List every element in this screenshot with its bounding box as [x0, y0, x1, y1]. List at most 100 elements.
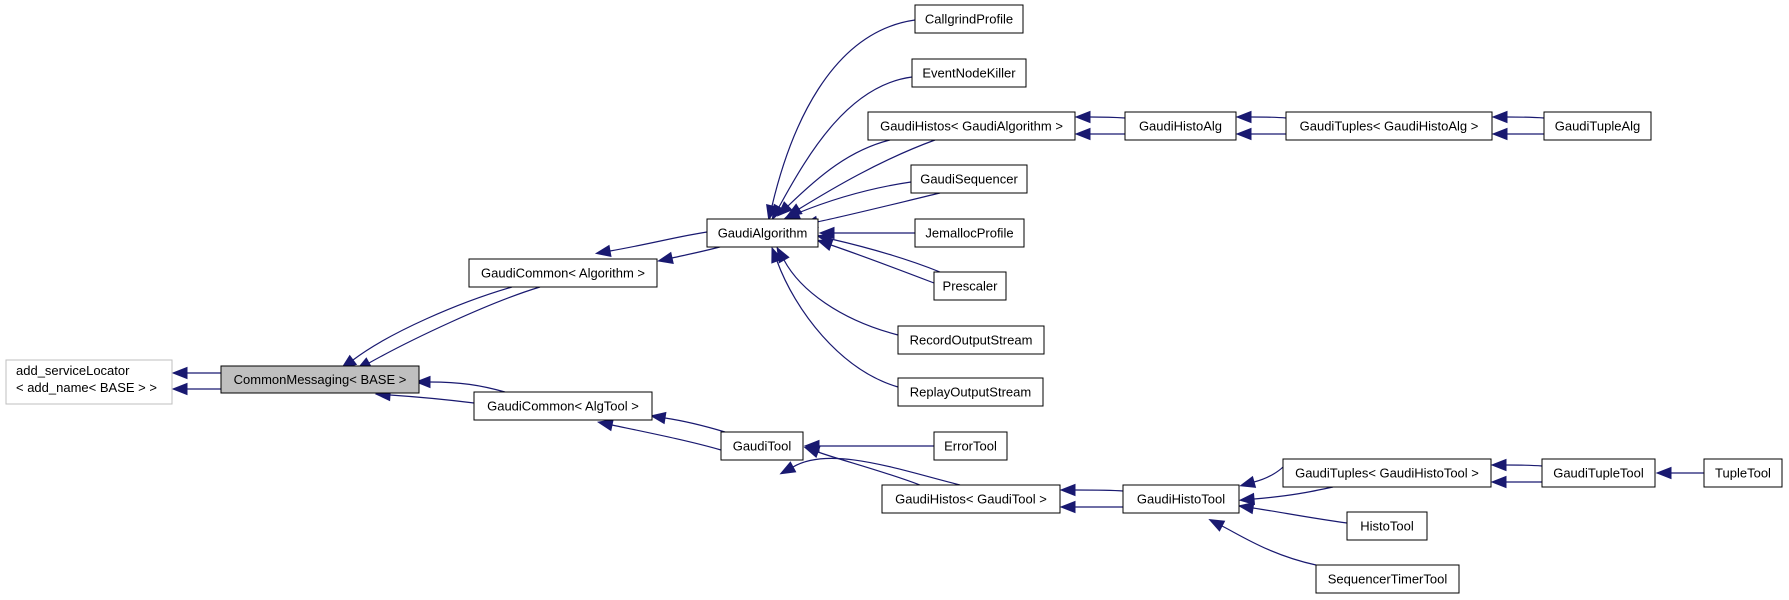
edge-line [787, 139, 891, 207]
edge-HistoTool-to-GaudiHistoTool [1237, 501, 1348, 524]
node-label: GaudiAlgorithm [718, 226, 808, 241]
class-node-ErrorTool[interactable]: ErrorTool [933, 431, 1008, 461]
node-box [911, 58, 1027, 88]
class-node-GaudiTupleAlg[interactable]: GaudiTupleAlg [1543, 111, 1652, 141]
node-label: TupleTool [1715, 466, 1771, 481]
edge-line [1253, 486, 1334, 500]
edge-GaudiTuplesTool-to-GaudiHistoTool [1238, 466, 1334, 506]
arrowhead [779, 461, 797, 475]
class-node-CommonMessaging[interactable]: CommonMessaging< BASE > [220, 365, 420, 394]
node-box [1541, 458, 1656, 488]
edge-GaudiHistoAlg-to-GaudiHistosAlg [1074, 110, 1126, 141]
node-box [1703, 458, 1783, 488]
class-node-GaudiSequencer[interactable]: GaudiSequencer [910, 164, 1028, 194]
node-box [914, 4, 1024, 34]
node-label: GaudiTuples< GaudiHistoTool > [1295, 466, 1479, 481]
node-label: ReplayOutputStream [910, 385, 1031, 400]
class-node-GaudiTuplesTool[interactable]: GaudiTuples< GaudiHistoTool > [1282, 458, 1492, 488]
edge-line [776, 260, 899, 388]
edge-GaudiTool-to-GaudiCommonAlgTool [596, 411, 726, 451]
node-label: GaudiTupleTool [1553, 466, 1644, 481]
class-node-GaudiCommonAlgorithm[interactable]: GaudiCommon< Algorithm > [468, 258, 658, 288]
edge-GaudiHistosTool-to-GaudiTool [779, 446, 961, 486]
class-node-GaudiHistosTool[interactable]: GaudiHistos< GaudiTool > [881, 484, 1061, 514]
arrowhead [596, 419, 614, 432]
arrowhead [1074, 127, 1091, 141]
class-node-GaudiCommonAlgTool[interactable]: GaudiCommon< AlgTool > [473, 391, 653, 421]
class-node-Prescaler[interactable]: Prescaler [933, 271, 1007, 301]
node-box [1315, 564, 1460, 594]
class-node-SequencerTimerTool[interactable]: SequencerTimerTool [1315, 564, 1460, 594]
arrowhead [1655, 466, 1672, 480]
class-node-JemallocProfile[interactable]: JemallocProfile [914, 218, 1025, 248]
edge-line [771, 19, 916, 207]
arrowhead [771, 246, 784, 264]
node-label: ErrorTool [944, 439, 997, 454]
edge-line [798, 139, 936, 210]
edge-JemallocProfile-to-GaudiAlgorithm [818, 226, 915, 240]
arrowhead [1490, 458, 1507, 472]
node-label: JemallocProfile [925, 226, 1013, 241]
arrowhead [414, 375, 431, 389]
node-box [933, 271, 1007, 301]
node-box [897, 377, 1044, 407]
node-box [897, 325, 1045, 355]
node-label: GaudiTupleAlg [1555, 119, 1641, 134]
node-box [1543, 111, 1652, 141]
edge-GaudiCommonAlgorithm-to-CommonMessaging [340, 286, 541, 371]
edge-ReplayOutputStream-to-GaudiAlgorithm [771, 246, 899, 388]
class-node-HistoTool[interactable]: HistoTool [1346, 511, 1428, 541]
node-box [933, 431, 1008, 461]
node-box [220, 365, 420, 394]
node-label: GaudiTool [733, 439, 792, 454]
arrowhead [1491, 110, 1508, 124]
edge-line [1089, 116, 1126, 119]
edge-line [389, 394, 475, 404]
class-node-GaudiTuplesAlg[interactable]: GaudiTuples< GaudiHistoAlg > [1285, 111, 1493, 141]
class-node-GaudiHistoTool[interactable]: GaudiHistoTool [1122, 484, 1240, 514]
node-box [914, 218, 1025, 248]
edge-GaudiTupleAlg-to-GaudiTuplesAlg [1491, 110, 1545, 141]
class-node-GaudiHistosAlg[interactable]: GaudiHistos< GaudiAlgorithm > [867, 111, 1076, 141]
node-label: Prescaler [943, 279, 999, 294]
edge-SequencerTimerTool-to-GaudiHistoTool [1208, 518, 1317, 566]
node-label: SequencerTimerTool [1328, 572, 1448, 587]
edge-line [429, 381, 506, 393]
arrowhead [1235, 110, 1252, 124]
node-box [473, 391, 653, 421]
class-node-ReplayOutputStream[interactable]: ReplayOutputStream [897, 377, 1044, 407]
class-node-GaudiAlgorithm[interactable]: GaudiAlgorithm [706, 218, 819, 248]
node-box [910, 164, 1028, 194]
node-box [1285, 111, 1493, 141]
class-node-GaudiTupleTool[interactable]: GaudiTupleTool [1541, 458, 1656, 488]
class-node-GaudiTool[interactable]: GaudiTool [720, 431, 804, 461]
arrowhead [171, 366, 188, 380]
class-node-add_serviceLocator[interactable]: add_serviceLocator< add_name< BASE > > [5, 359, 173, 405]
class-node-CallgrindProfile[interactable]: CallgrindProfile [914, 4, 1024, 34]
arrowhead [1059, 500, 1076, 514]
arrowhead [171, 382, 188, 396]
node-layer: add_serviceLocator< add_name< BASE > > Co… [5, 4, 1783, 594]
edge-GaudiTuplesAlg-to-GaudiHistoAlg [1235, 110, 1287, 141]
node-label: GaudiTuples< GaudiHistoAlg > [1300, 119, 1479, 134]
edge-line [368, 286, 541, 364]
edge-line [1252, 507, 1348, 524]
edge-line [778, 76, 913, 208]
arrowhead [656, 251, 674, 264]
class-node-GaudiHistoAlg[interactable]: GaudiHistoAlg [1124, 111, 1237, 141]
class-node-EventNodeKiller[interactable]: EventNodeKiller [911, 58, 1027, 88]
class-node-TupleTool[interactable]: TupleTool [1703, 458, 1783, 488]
node-label: EventNodeKiller [922, 66, 1016, 81]
arrowhead [1490, 475, 1507, 489]
class-node-RecordOutputStream[interactable]: RecordOutputStream [897, 325, 1045, 355]
arrowhead [1059, 483, 1076, 497]
node-box [5, 359, 173, 405]
node-box [1122, 484, 1240, 514]
edge-layer [171, 19, 1704, 566]
node-box [1124, 111, 1237, 141]
edge-line [1250, 116, 1287, 119]
arrowhead [816, 233, 833, 246]
arrowhead [783, 207, 801, 219]
node-label: CallgrindProfile [925, 12, 1013, 27]
